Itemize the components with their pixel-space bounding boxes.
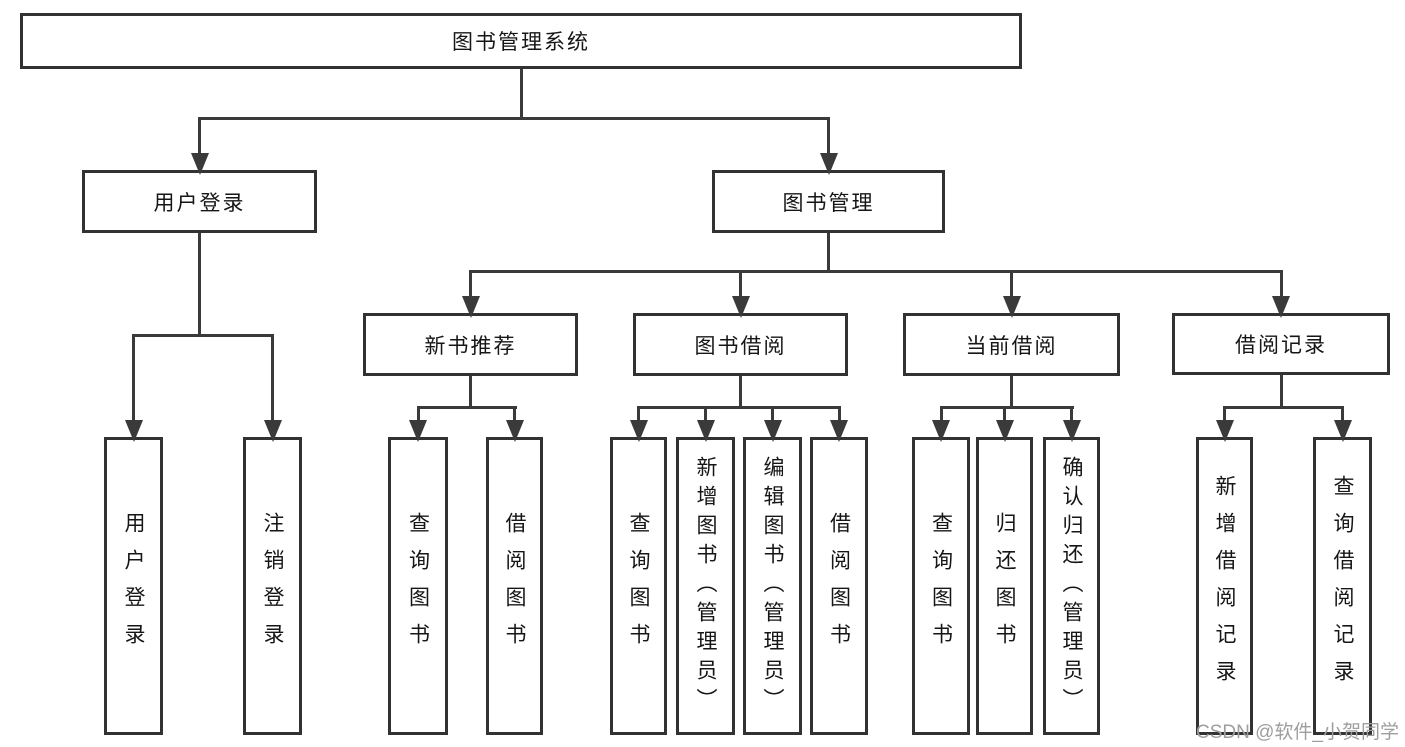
connector-line bbox=[637, 406, 841, 409]
node-leaf-bb-query: 查询图书 bbox=[610, 437, 667, 735]
connector-line bbox=[1070, 407, 1073, 427]
arrow-down-icon bbox=[1334, 420, 1352, 442]
arrow-down-icon bbox=[932, 420, 950, 442]
connector-line bbox=[198, 117, 830, 120]
node-leaf-user-login-label: 用户登录 bbox=[122, 512, 145, 660]
node-leaf-br-query-label: 查询借阅记录 bbox=[1331, 475, 1354, 697]
node-leaf-cb-confirm: 确认归还（管理员） bbox=[1043, 437, 1100, 735]
node-leaf-bb-borrow-label: 借阅图书 bbox=[827, 512, 851, 660]
node-leaf-cb-query-label: 查询图书 bbox=[929, 512, 953, 660]
node-new-book-rec-label: 新书推荐 bbox=[424, 334, 517, 358]
node-leaf-bb-edit-label: 编辑图书（管理员） bbox=[761, 455, 784, 717]
connector-line bbox=[417, 407, 420, 427]
arrow-down-icon bbox=[506, 420, 524, 442]
arrow-down-icon bbox=[191, 153, 209, 175]
connector-line bbox=[827, 118, 830, 160]
connector-line bbox=[739, 376, 742, 407]
node-leaf-br-add-label: 新增借阅记录 bbox=[1213, 475, 1236, 697]
connector-line bbox=[513, 407, 516, 427]
node-user-login: 用户登录 bbox=[82, 170, 317, 233]
arrow-down-icon bbox=[830, 420, 848, 442]
node-current-borrow: 当前借阅 bbox=[903, 313, 1120, 376]
node-new-book-rec: 新书推荐 bbox=[363, 313, 578, 376]
node-leaf-bb-borrow: 借阅图书 bbox=[810, 437, 868, 735]
connector-line bbox=[198, 118, 201, 160]
connector-line bbox=[1003, 407, 1006, 427]
node-root-label: 图书管理系统 bbox=[452, 31, 590, 54]
node-leaf-cb-query: 查询图书 bbox=[912, 437, 970, 735]
connector-line bbox=[520, 69, 523, 118]
connector-line bbox=[198, 233, 201, 335]
node-root: 图书管理系统 bbox=[20, 13, 1022, 69]
node-leaf-bb-edit: 编辑图书（管理员） bbox=[743, 437, 802, 735]
connector-line bbox=[1280, 375, 1283, 407]
node-leaf-nb-borrow: 借阅图书 bbox=[486, 437, 543, 735]
connector-line bbox=[469, 376, 472, 407]
node-book-borrow: 图书借阅 bbox=[633, 313, 848, 376]
arrow-down-icon bbox=[462, 296, 480, 318]
connector-line bbox=[637, 407, 640, 427]
connector-line bbox=[838, 407, 841, 427]
connector-line bbox=[469, 271, 472, 303]
arrow-down-icon bbox=[264, 420, 282, 442]
connector-line bbox=[704, 407, 707, 427]
node-leaf-nb-query: 查询图书 bbox=[388, 437, 448, 735]
node-leaf-br-query: 查询借阅记录 bbox=[1313, 437, 1372, 735]
node-book-borrow-label: 图书借阅 bbox=[694, 334, 787, 358]
connector-line bbox=[417, 406, 517, 409]
node-borrow-records-label: 借阅记录 bbox=[1235, 334, 1327, 357]
arrow-down-icon bbox=[1216, 420, 1234, 442]
arrow-down-icon bbox=[409, 420, 427, 442]
node-leaf-logout: 注销登录 bbox=[243, 437, 302, 735]
node-leaf-br-add: 新增借阅记录 bbox=[1196, 437, 1253, 735]
connector-line bbox=[271, 335, 274, 427]
node-book-mgmt: 图书管理 bbox=[712, 170, 945, 233]
arrow-down-icon bbox=[1003, 296, 1021, 318]
connector-line bbox=[940, 407, 943, 427]
node-user-login-label: 用户登录 bbox=[153, 191, 246, 215]
connector-line bbox=[1223, 406, 1344, 409]
node-leaf-nb-query-label: 查询图书 bbox=[406, 512, 430, 660]
arrow-down-icon bbox=[125, 420, 143, 442]
connector-line bbox=[132, 334, 274, 337]
arrow-down-icon bbox=[996, 420, 1014, 442]
connector-line bbox=[771, 407, 774, 427]
arrow-down-icon bbox=[1063, 420, 1081, 442]
node-leaf-cb-return: 归还图书 bbox=[976, 437, 1033, 735]
node-borrow-records: 借阅记录 bbox=[1172, 313, 1390, 375]
connector-line bbox=[1010, 376, 1013, 407]
node-leaf-cb-return-label: 归还图书 bbox=[993, 512, 1016, 660]
connector-line bbox=[469, 270, 1283, 273]
connector-line bbox=[940, 406, 1074, 409]
node-leaf-bb-add-label: 新增图书（管理员） bbox=[694, 455, 717, 717]
connector-line bbox=[739, 271, 742, 303]
node-leaf-bb-add: 新增图书（管理员） bbox=[676, 437, 735, 735]
connector-line bbox=[827, 233, 830, 271]
arrow-down-icon bbox=[1272, 296, 1290, 318]
arrow-down-icon bbox=[764, 420, 782, 442]
node-leaf-bb-query-label: 查询图书 bbox=[627, 512, 650, 660]
node-book-mgmt-label: 图书管理 bbox=[782, 191, 875, 215]
arrow-down-icon bbox=[697, 420, 715, 442]
arrow-down-icon bbox=[820, 153, 838, 175]
node-leaf-cb-confirm-label: 确认归还（管理员） bbox=[1060, 455, 1083, 717]
arrow-down-icon bbox=[630, 420, 648, 442]
connector-line bbox=[1223, 407, 1226, 427]
connector-line bbox=[1010, 271, 1013, 303]
node-leaf-nb-borrow-label: 借阅图书 bbox=[503, 512, 526, 660]
node-current-borrow-label: 当前借阅 bbox=[965, 334, 1058, 358]
arrow-down-icon bbox=[732, 296, 750, 318]
node-leaf-logout-label: 注销登录 bbox=[261, 512, 284, 660]
connector-line bbox=[1341, 407, 1344, 427]
connector-line bbox=[132, 335, 135, 427]
connector-line bbox=[1280, 271, 1283, 303]
csdn-watermark: CSDN @软件_小贺同学 bbox=[1196, 722, 1399, 743]
node-leaf-user-login: 用户登录 bbox=[104, 437, 163, 735]
